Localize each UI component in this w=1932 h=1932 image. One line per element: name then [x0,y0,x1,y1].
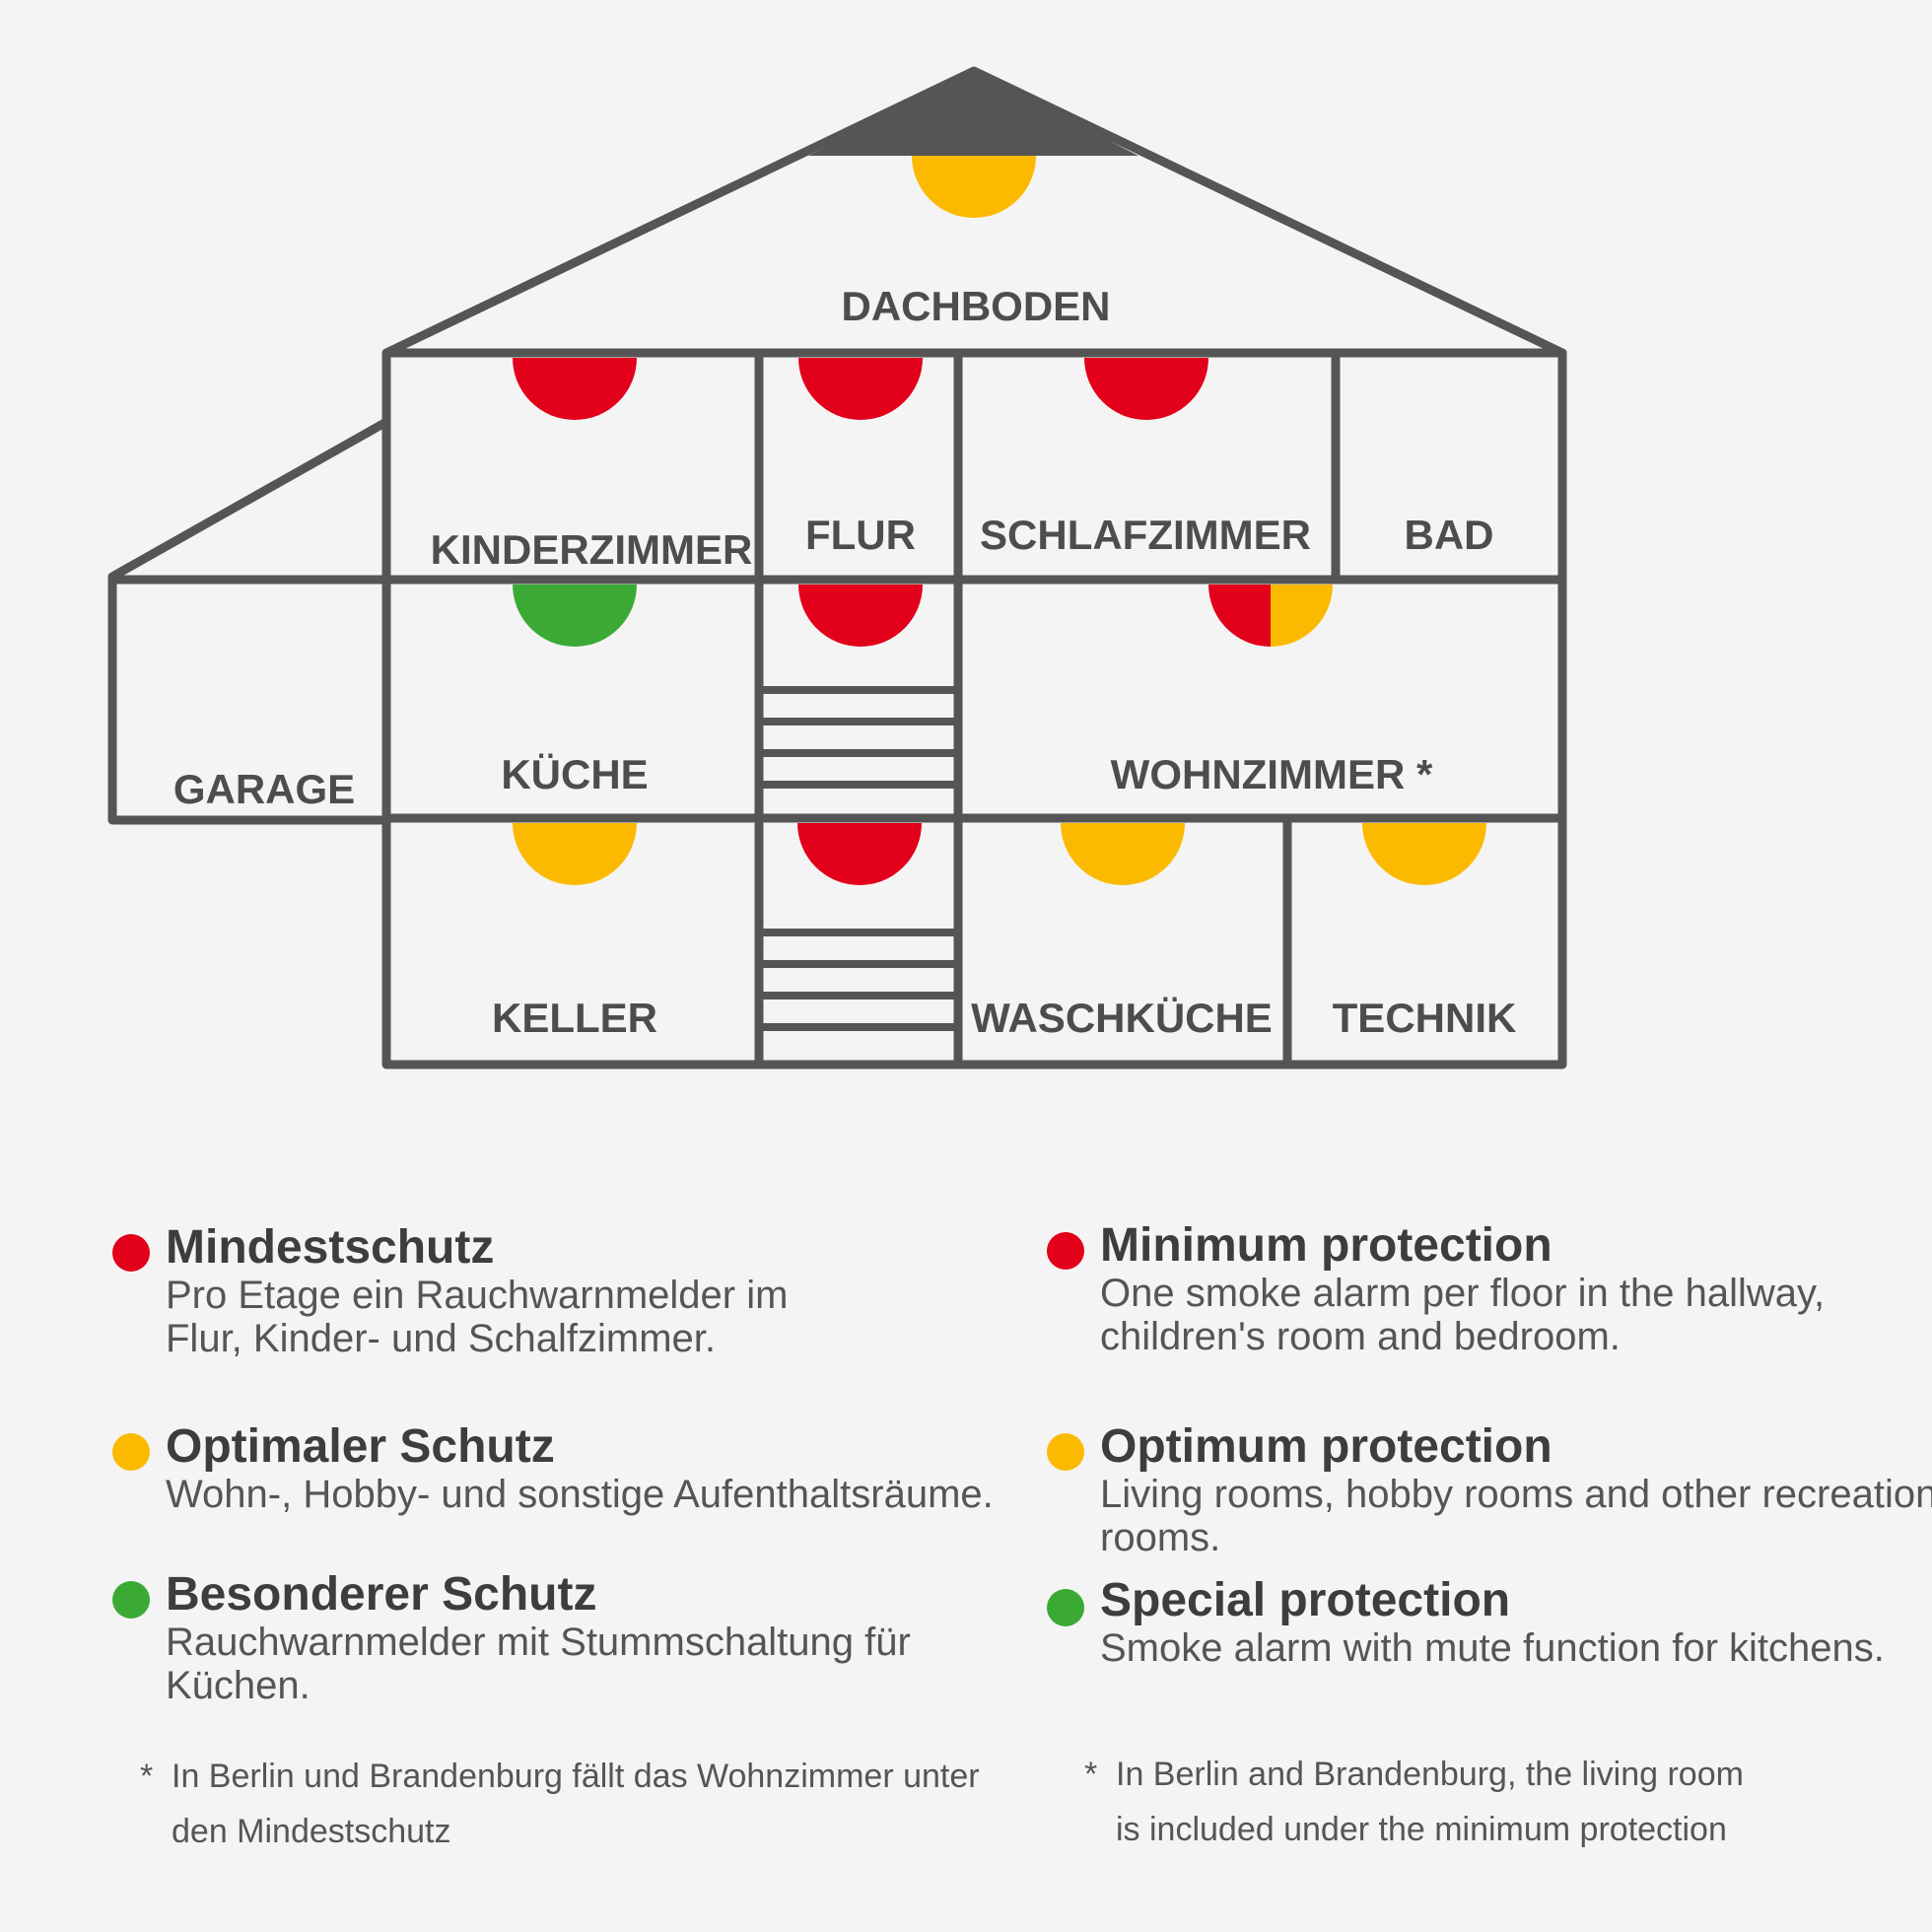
alarm-technik-optimum [1362,823,1486,885]
legend-en-optimum-title: Optimum protection [1100,1420,1552,1473]
red-dot-icon [1047,1232,1084,1270]
footnote-de-star: * [140,1758,154,1795]
room-label-bad: BAD [1405,512,1494,558]
room-label-schlafzimmer: SCHLAFZIMMER [980,512,1311,558]
alarm-kueche-special [513,585,637,647]
alarm-wohnzimmer-optimum-half [1271,585,1333,647]
alarm-kinderzimmer-minimum [513,358,637,420]
footnote-en-star: * [1084,1756,1098,1793]
green-dot-icon [112,1581,150,1619]
legend-en-special-title: Special protection [1100,1574,1511,1626]
alarm-wohnzimmer-minimum-half [1208,585,1271,647]
room-label-kueche: KÜCHE [501,751,648,797]
footnote-de: * In Berlin und Brandenburg fällt das Wo… [140,1749,980,1859]
room-label-dachboden: DACHBODEN [842,283,1111,329]
alarm-flur-minimum [798,358,923,420]
legend-de-optimum-line1: Wohn-, Hobby- und sonstige Aufenthaltsrä… [166,1473,994,1516]
alarm-flur2-minimum [798,585,923,647]
legend-en-minimum-line2: children's room and bedroom. [1100,1315,1621,1358]
red-dot-icon [112,1234,150,1272]
room-label-garage: GARAGE [173,766,355,812]
legend-english: Minimum protection One smoke alarm per f… [1043,1219,1932,1871]
legend-en-minimum-line1: One smoke alarm per floor in the hallway… [1100,1272,1826,1315]
yellow-dot-icon [1047,1433,1084,1471]
legend-en-optimum-line1: Living rooms, hobby rooms and other recr… [1100,1473,1932,1516]
roof-apex [808,71,1138,156]
room-label-waschkueche: WASCHKÜCHE [971,995,1273,1041]
footnote-de-line2: den Mindestschutz [172,1813,451,1850]
green-dot-icon [1047,1589,1084,1626]
alarm-stairs-minimum [797,823,922,885]
legend-en-special-line1: Smoke alarm with mute function for kitch… [1100,1626,1885,1670]
legend-de-special-title: Besonderer Schutz [166,1568,597,1621]
room-label-technik: TECHNIK [1333,995,1517,1041]
legend-de-special-line1: Rauchwarnmelder mit Stummschaltung für [166,1621,911,1664]
room-label-wohnzimmer: WOHNZIMMER * [1111,751,1433,797]
house-outline [107,66,1567,1070]
room-label-keller: KELLER [492,995,657,1041]
alarm-keller-optimum [513,823,637,885]
legend-en-minimum-title: Minimum protection [1100,1219,1552,1272]
house-diagram: DACHBODEN KINDERZIMMER FLUR SCHLAFZIMMER… [107,66,1567,1070]
legend-de-minimum-title: Mindestschutz [166,1221,495,1274]
legend-german: Mindestschutz Pro Etage ein Rauchwarnmel… [108,1221,994,1873]
yellow-dot-icon [112,1433,150,1471]
footnote-en-line1: In Berlin and Brandenburg, the living ro… [1116,1756,1744,1793]
legend-de-minimum-line1: Pro Etage ein Rauchwarnmelder im [166,1274,789,1317]
room-label-flur: FLUR [805,512,916,558]
room-label-kinderzimmer: KINDERZIMMER [431,526,753,573]
legend-de-minimum-line2: Flur, Kinder- und Schalfzimmer. [166,1317,716,1360]
alarm-waschkueche-optimum [1061,823,1185,885]
legend-de-special-line2: Küchen. [166,1664,310,1707]
legend-de-optimum-title: Optimaler Schutz [166,1420,555,1473]
footnote-en: * In Berlin and Brandenburg, the living … [1084,1747,1924,1857]
stairs [759,686,958,1031]
footnote-de-line1: In Berlin und Brandenburg fällt das Wohn… [172,1758,980,1795]
alarm-dachboden-optimum [912,156,1036,218]
alarm-schlafzimmer-minimum [1084,358,1208,420]
legend-en-optimum-line2: rooms. [1100,1516,1221,1559]
footnote-en-line2: is included under the minimum protection [1116,1811,1727,1848]
